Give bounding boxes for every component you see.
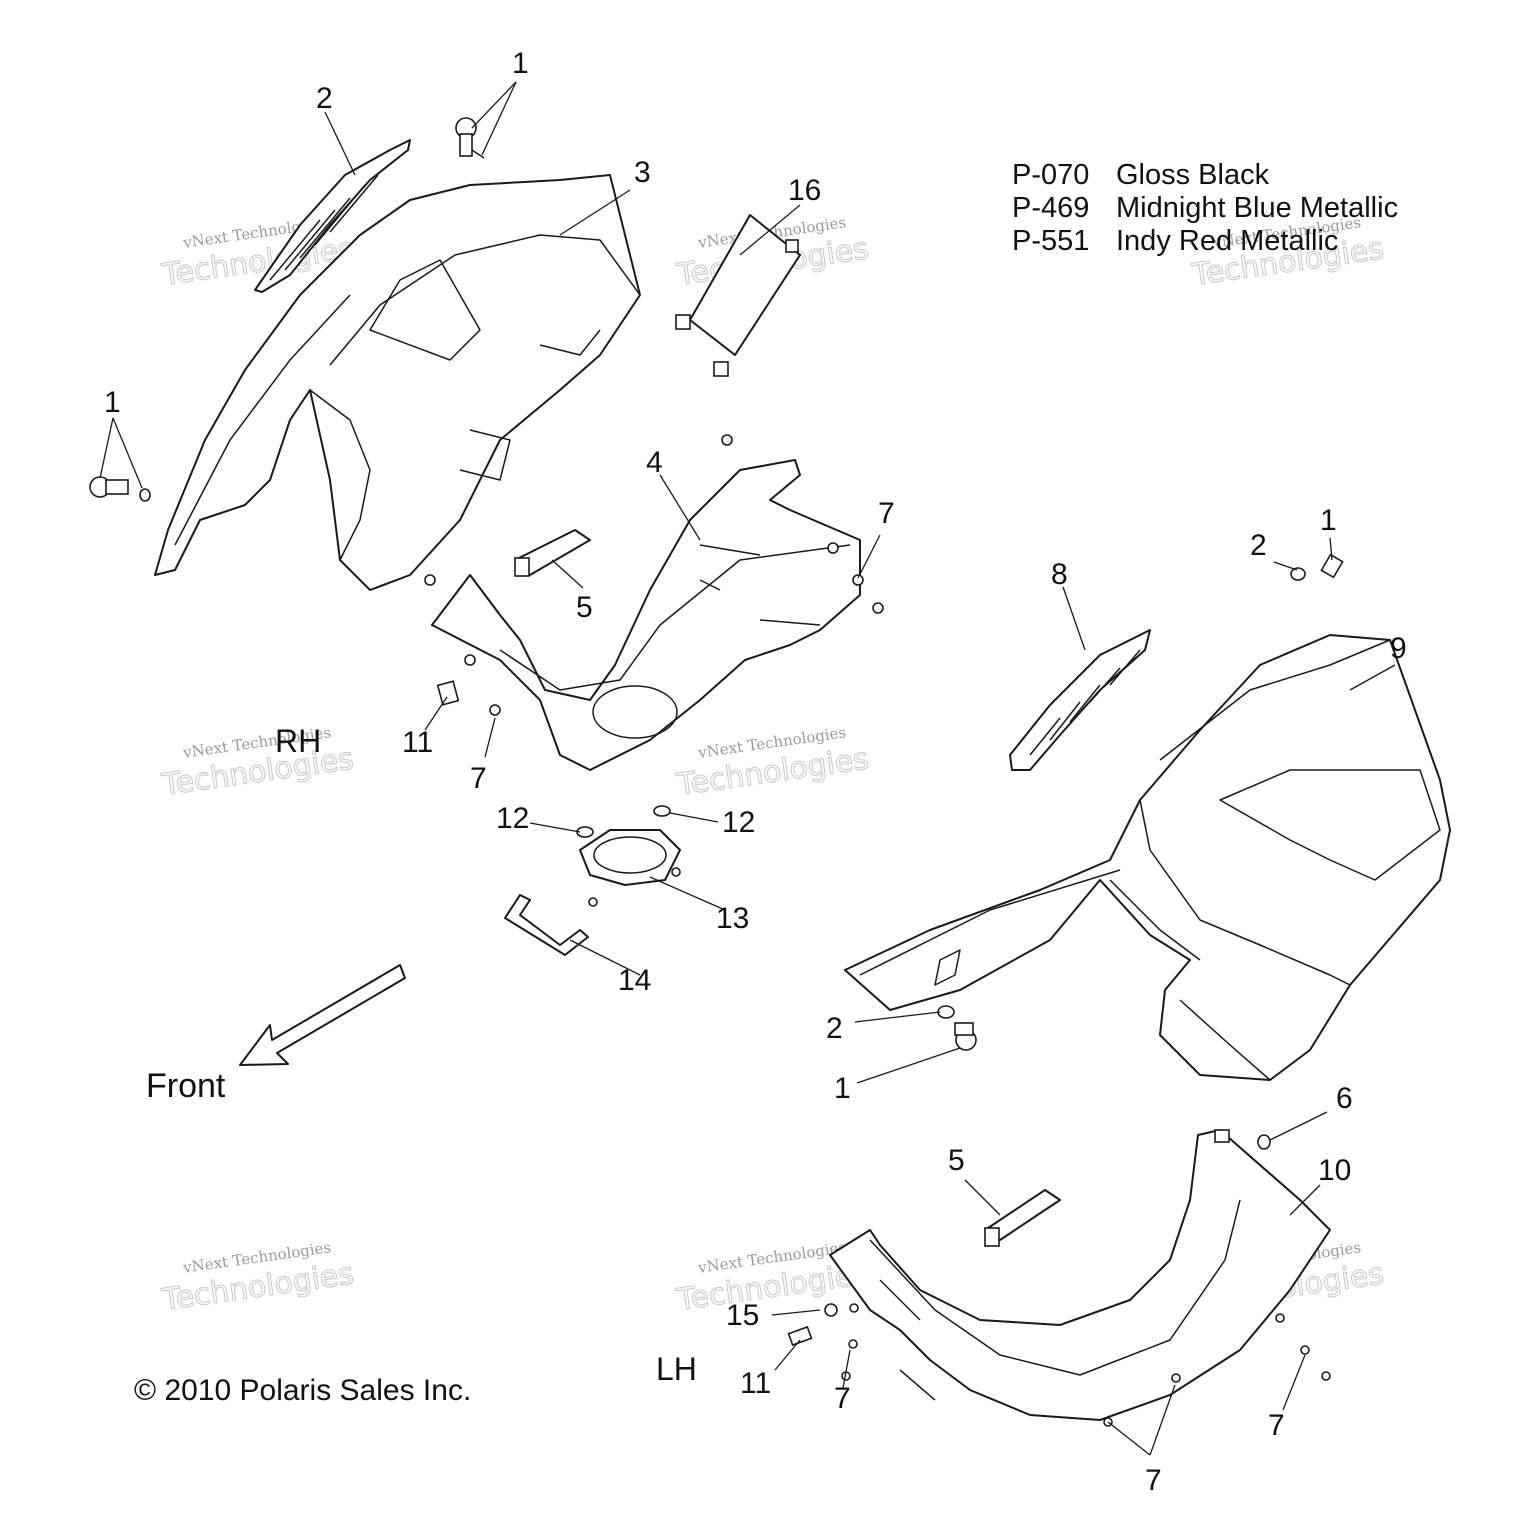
legend-code: P-551 — [1012, 225, 1089, 257]
part-fastener-1-left — [89, 476, 151, 502]
callout: 2 — [1250, 529, 1267, 562]
callout: 1 — [512, 47, 529, 80]
front-label: Front — [146, 1067, 226, 1105]
legend-name: Gloss Black — [1116, 159, 1270, 191]
legend-name: Midnight Blue Metallic — [1116, 192, 1398, 224]
callout: 2 — [316, 82, 333, 115]
callout: 7 — [1268, 1409, 1285, 1442]
callout: 5 — [576, 591, 593, 624]
callout: 12 — [722, 806, 755, 839]
callout: 12 — [496, 802, 529, 835]
callout: 7 — [470, 762, 487, 795]
callout: 2 — [826, 1012, 843, 1045]
part-ring-13 — [579, 829, 681, 907]
part-handle-5-rh — [514, 529, 591, 577]
callout: 16 — [788, 174, 821, 207]
legend-code: P-469 — [1012, 192, 1089, 224]
callout: 9 — [1390, 632, 1407, 665]
rh-side-label: RH — [275, 723, 321, 759]
hardware-screws-lh — [787, 1134, 1331, 1427]
hardware-screws-rh — [424, 434, 884, 716]
callout: 8 — [1051, 558, 1068, 591]
copyright-text: © 2010 Polaris Sales Inc. — [134, 1374, 471, 1407]
callout: 14 — [618, 964, 651, 997]
part-vent-grille-rh — [254, 139, 411, 293]
watermark: vNext Technologies Technologies — [159, 723, 357, 803]
callout: 10 — [1318, 1154, 1351, 1187]
lh-side-label: LH — [656, 1351, 697, 1387]
callout: 7 — [1145, 1464, 1162, 1497]
part-washer-12 — [576, 805, 671, 838]
callout: 1 — [104, 386, 121, 419]
part-fastener-1-top — [455, 117, 485, 159]
callout: 4 — [646, 446, 663, 479]
callout: 11 — [402, 726, 433, 759]
callout-labels: 1 2 3 16 1 4 7 5 11 7 12 12 13 14 8 2 1 … — [104, 47, 1407, 1497]
legend-name: Indy Red Metallic — [1116, 225, 1338, 257]
part-hood-lh — [844, 634, 1451, 1081]
callout: 3 — [634, 156, 651, 189]
part-handle-5-lh — [984, 1189, 1061, 1247]
paint-code-legend: P-070 Gloss Black P-469 Midnight Blue Me… — [1012, 159, 1398, 257]
callout: 15 — [726, 1299, 759, 1332]
front-arrow — [239, 964, 406, 1066]
callout: 5 — [948, 1144, 965, 1177]
legend-code: P-070 — [1012, 159, 1089, 191]
callout: 6 — [1336, 1082, 1353, 1115]
callout: 11 — [740, 1367, 771, 1400]
callout: 13 — [716, 902, 749, 935]
part-lower-hood-rh — [431, 459, 861, 771]
part-bracket-14 — [504, 894, 589, 956]
callout: 7 — [878, 497, 895, 530]
leader-lines — [99, 81, 1396, 1456]
part-lower-hood-lh — [829, 1129, 1331, 1421]
callout: 7 — [834, 1382, 851, 1415]
part-hood-upper — [154, 174, 641, 591]
watermark: vNext Technologies Technologies — [674, 723, 872, 803]
watermark: vNext Technologies Technologies — [159, 1238, 357, 1318]
callout: 1 — [834, 1072, 851, 1105]
callout: 1 — [1320, 504, 1337, 537]
part-panel-16 — [675, 214, 801, 377]
hardware-lh-hood — [937, 553, 1344, 1051]
part-vent-grille-lh — [1009, 629, 1151, 771]
